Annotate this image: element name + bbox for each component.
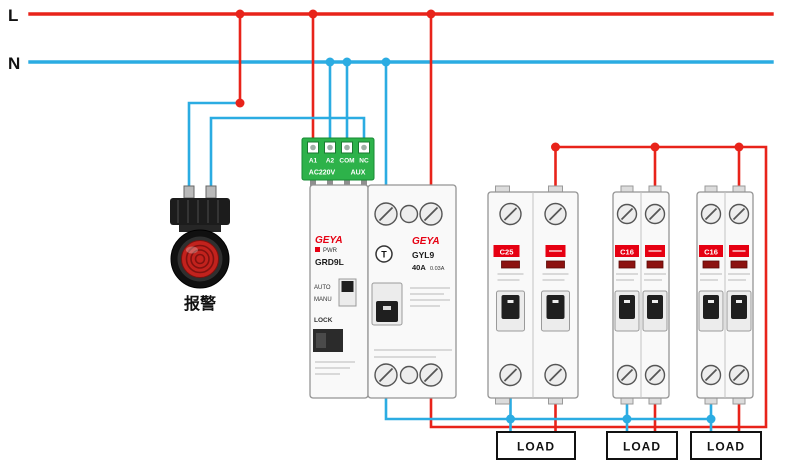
alarm-lens-highlight (186, 246, 198, 254)
junction-dot (622, 414, 632, 424)
rccb-top-terminal-mid (399, 204, 419, 224)
terminal-screw-icon (310, 144, 316, 151)
load-2-label: LOAD (623, 440, 661, 454)
junction-dot (506, 414, 515, 424)
junction-dot (381, 57, 391, 67)
breaker-3-handle-right (731, 295, 747, 319)
live-line-label: L (8, 6, 18, 25)
recloser-grd9l: GEYA PWR GRD9L AUTO MANU LOCK (309, 174, 369, 399)
breaker-1-model-plate (493, 245, 520, 257)
recloser-manu-label: MANU (314, 297, 332, 303)
terminal-screw-icon (344, 144, 350, 151)
alarm-body-ridges (177, 200, 219, 223)
junction-dot (734, 142, 744, 152)
power-led-icon (315, 247, 320, 252)
breaker-3-handle-left (703, 295, 719, 319)
breaker-1-model: C25 (500, 248, 514, 257)
terminal-a1-label: A1 (309, 158, 318, 165)
wire-live-output-bus (429, 145, 768, 429)
rccb-toggle-handle (376, 301, 398, 322)
rccb-bottom-terminal-mid (399, 365, 419, 385)
alarm-neck (179, 225, 221, 232)
aux-block-power-caption: AC220V (309, 170, 336, 177)
terminal-com-label: COM (339, 158, 354, 165)
rccb-gyl9: T GEYA GYL9 40A 0.03A (367, 184, 457, 399)
rccb-residual-current: 0.03A (430, 266, 445, 272)
junction-dot (235, 98, 245, 108)
load-1-label: LOAD (517, 440, 555, 454)
alarm-terminal-1 (183, 185, 195, 199)
alarm-indicator: 报警 (170, 185, 230, 313)
load-3-label: LOAD (707, 440, 745, 454)
rccb-brand-logo: GEYA (412, 236, 440, 247)
rccb-model: GYL9 (412, 250, 434, 260)
breaker-unit-2: C16 (612, 185, 670, 405)
recloser-model: GRD9L (315, 257, 344, 267)
alarm-body (170, 198, 230, 225)
mode-switch-handle (341, 281, 354, 292)
breaker-3-model-plate (699, 245, 723, 257)
aux-block-body (301, 137, 375, 181)
junction-dot (325, 57, 335, 67)
breaker-2-model: C16 (620, 248, 634, 257)
junction-dot (342, 57, 352, 67)
breaker-3-model: C16 (704, 248, 718, 257)
aux-terminal-block: A1 A2 COM NC AC220V AUX (301, 137, 375, 181)
junction-dot (426, 9, 436, 19)
load-box-3 (690, 431, 762, 460)
junction-dot (706, 414, 716, 424)
recloser-fine-print (315, 361, 355, 375)
recloser-brand-logo: GEYA (315, 235, 343, 246)
terminal-a2-label: A2 (326, 158, 335, 165)
junction-dot (650, 142, 660, 152)
breaker-unit-3: C16 (696, 185, 754, 405)
load-box-1 (496, 431, 576, 460)
junction-dot (551, 142, 560, 152)
load-boxes: LOAD LOAD LOAD (496, 431, 762, 460)
breaker-2-handle-right (647, 295, 663, 319)
terminal-screw-icon (327, 144, 333, 151)
breaker-unit-1: C25 (487, 185, 579, 405)
terminal-screw-icon (361, 144, 367, 151)
rccb-rating: 40A (412, 263, 426, 272)
terminal-nc-label: NC (359, 158, 369, 165)
load-box-2 (606, 431, 678, 460)
aux-block-terminals (307, 141, 370, 154)
alarm-terminal-2 (205, 185, 217, 199)
breaker-2-model-plate (615, 245, 639, 257)
breaker-1-handle-right (546, 295, 565, 319)
rccb-fine-print (374, 287, 452, 358)
wire-alarm-terminal-1 (187, 101, 242, 196)
breaker-1-indicator-window (501, 260, 520, 269)
breaker-3-indicator-window (702, 260, 720, 269)
junction-dot (308, 9, 318, 19)
test-button-icon (375, 245, 393, 263)
rccb-body (367, 184, 457, 399)
junction-dots (235, 9, 744, 424)
junction-dot (235, 9, 245, 19)
breaker-2-handle-left (619, 295, 635, 319)
recloser-lock-label: LOCK (314, 317, 333, 324)
lock-slider-handle (316, 333, 326, 348)
neutral-line-label: N (8, 54, 20, 73)
alarm-label: 报警 (184, 294, 216, 313)
recloser-power-label: PWR (323, 248, 338, 254)
breaker-2-indicator-window (618, 260, 636, 269)
aux-block-aux-caption: AUX (351, 170, 366, 177)
wire-nc-to-alarm (209, 116, 366, 196)
recloser-auto-label: AUTO (314, 285, 331, 291)
test-button-label: T (381, 250, 387, 260)
breaker-1-handle-left (501, 295, 520, 319)
